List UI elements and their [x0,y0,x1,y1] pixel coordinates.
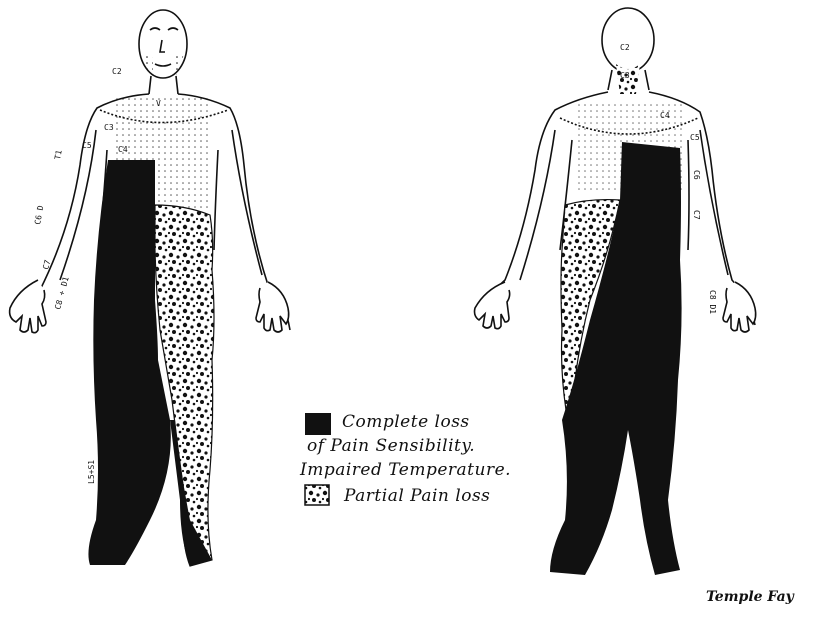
front-label-v: V [156,99,161,108]
legend-complete-line1: Complete loss [342,412,470,432]
front-right-hand [256,282,289,332]
front-label-c8d1: C8 + D1 [53,275,70,310]
back-label-c4: C4 [660,111,670,120]
back-right-hand [723,282,756,332]
back-label-c3: C3 [620,71,630,80]
front-label-c5: C5 [82,141,92,150]
front-label-c3: C3 [104,123,114,132]
legend-complete-line2: of Pain Sensibility. [307,436,475,456]
front-label-c4: C4 [118,145,128,154]
front-label-t1: T1 [53,149,64,160]
front-label-l5s1: L5+S1 [87,460,96,484]
legend-partial-label: Partial Pain loss [344,486,490,506]
front-left-hand [10,280,46,333]
legend-speckle-swatch [305,485,329,505]
signature: Temple Fay [706,589,794,605]
back-label-c6: C6 [692,170,701,180]
back-label-c8d1: C8 D1 [708,290,717,314]
back-label-c7: C7 [692,210,701,220]
back-label-c5: C5 [690,133,700,142]
front-label-c2: C2 [112,67,122,76]
legend-solid-swatch [305,413,331,435]
back-label-c2: C2 [620,43,630,52]
back-head [602,8,654,72]
front-label-c6d: C6 D [33,205,45,226]
legend-complete-line3: Impaired Temperature. [300,460,511,480]
back-left-hand [475,282,510,329]
